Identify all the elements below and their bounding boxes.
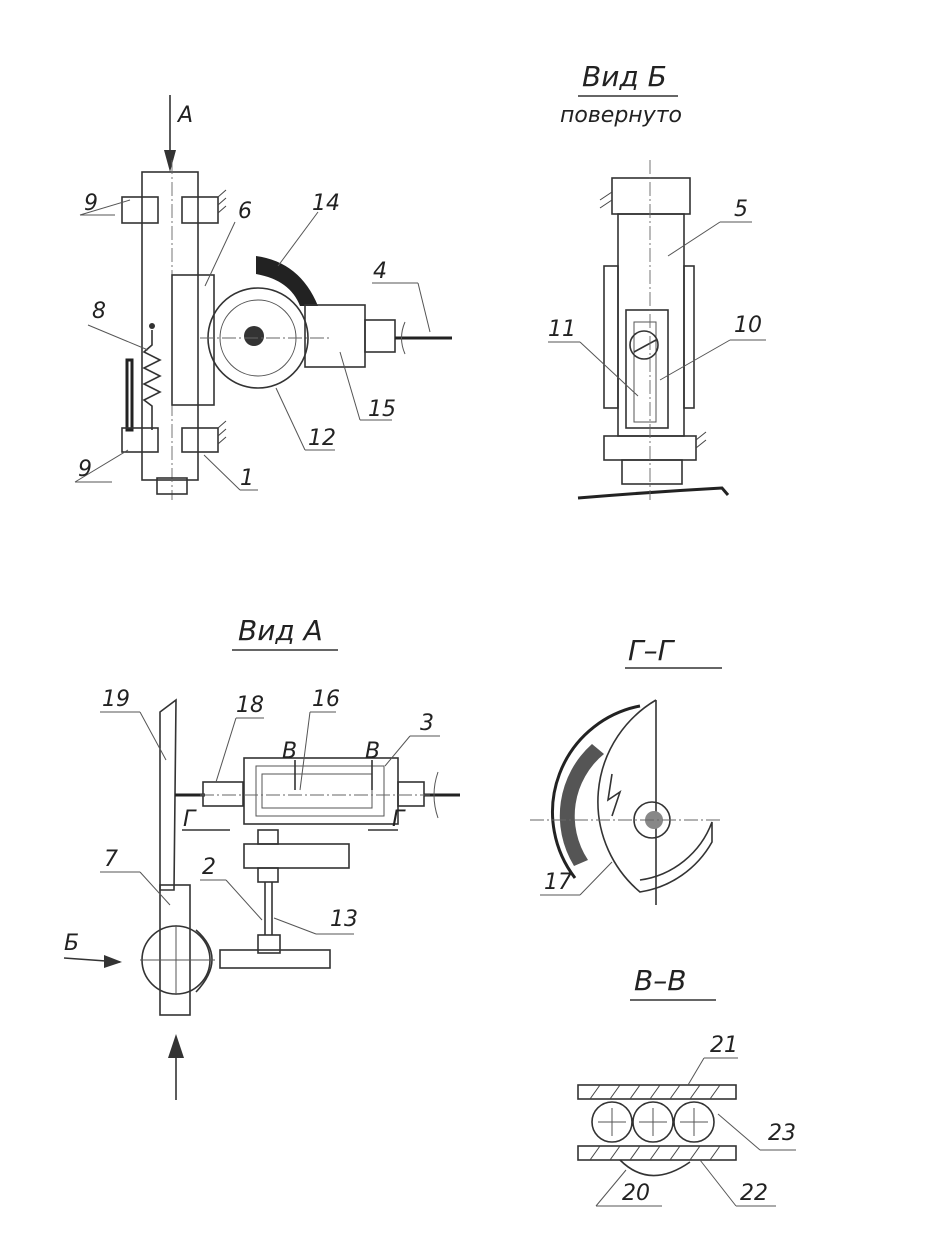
view-a-labels: 19 18 16 3 7 2 13 (100, 687, 440, 935)
label-2: 2 (202, 855, 216, 880)
shaft-end (156, 477, 188, 495)
label-5: 5 (734, 197, 748, 222)
housing-17 (597, 699, 713, 893)
label-9-bottom: 9 (78, 457, 92, 482)
housing-5 (617, 213, 685, 437)
label-11: 11 (548, 317, 576, 342)
pivot-7 (159, 884, 191, 1016)
side-plate-right (683, 265, 695, 409)
motor-coupling (364, 319, 396, 353)
label-18: 18 (236, 693, 264, 718)
label-9-top: 9 (84, 191, 98, 216)
label-16: 16 (312, 687, 340, 712)
section-g-left: Г (183, 807, 197, 832)
label-4: 4 (373, 259, 387, 284)
body-20 (619, 1159, 691, 1177)
spring-8 (142, 330, 162, 430)
section-v: В–В 21 23 20 22 (577, 964, 796, 1207)
label-6: 6 (238, 199, 252, 224)
section-g-right: Г (392, 807, 406, 832)
view-a-title: Вид А (238, 614, 323, 647)
view-b-title: Вид Б (582, 60, 667, 93)
view-b-labels: 5 11 10 (548, 197, 766, 397)
main-view: А 9 6 (74, 95, 452, 500)
label-19: 19 (102, 687, 130, 712)
block-6 (171, 274, 215, 406)
slider-10 (625, 309, 669, 429)
label-8: 8 (92, 299, 106, 324)
lower-arm (219, 949, 331, 969)
gear-block (243, 843, 350, 869)
motor-15 (304, 304, 366, 368)
label-3: 3 (420, 711, 434, 736)
bottom-arrow (168, 1034, 184, 1058)
ball-3 (673, 1101, 715, 1143)
top-bearing-left (121, 196, 159, 224)
rotor-16 (261, 773, 373, 809)
label-15: 15 (368, 397, 396, 422)
ball-2 (632, 1101, 674, 1143)
shaft (141, 171, 199, 481)
section-g-labels: 17 (540, 861, 613, 896)
section-v-title: В–В (634, 964, 686, 997)
label-12: 12 (308, 426, 336, 451)
view-a-arrowhead (164, 150, 176, 172)
section-v-left: В (282, 739, 297, 764)
label-23: 23 (768, 1121, 796, 1146)
top-bearing-right (181, 196, 219, 224)
guard-14 (256, 256, 318, 306)
bottom-bearing-right (181, 427, 219, 453)
view-b-subtitle: повернуто (560, 103, 682, 128)
section-g-title: Г–Г (628, 634, 676, 667)
label-17: 17 (544, 870, 572, 895)
label-7: 7 (104, 847, 118, 872)
top-cap (611, 177, 691, 215)
ball-1 (591, 1101, 633, 1143)
plate-22 (577, 1145, 737, 1161)
section-g: Г–Г 17 (530, 634, 722, 905)
label-21: 21 (710, 1033, 738, 1058)
label-10: 10 (734, 313, 762, 338)
rotation-arrow (606, 773, 622, 817)
label-22: 22 (740, 1181, 768, 1206)
side-plate-left (603, 265, 619, 409)
label-13: 13 (330, 907, 358, 932)
view-b: Вид Б повернуто 5 11 10 (548, 60, 766, 500)
section-v-right: В (365, 739, 380, 764)
bottom-bearing-left (121, 427, 159, 453)
disc-hub (244, 326, 264, 346)
bottom-flange (621, 459, 683, 485)
label-14: 14 (312, 191, 340, 216)
spring-rod (125, 358, 134, 432)
arrow-b-label: Б (64, 931, 79, 956)
section-v-labels: 21 23 20 22 (595, 1033, 796, 1207)
adjust-screw (629, 330, 659, 360)
base-line (577, 486, 730, 500)
arrow-a-label: А (176, 103, 193, 128)
bearing-18 (202, 781, 244, 807)
label-20: 20 (622, 1181, 650, 1206)
blade-19 (159, 698, 177, 891)
plate-21 (577, 1084, 737, 1100)
main-view-labels: 9 6 14 4 8 15 12 9 1 (74, 191, 431, 491)
label-1: 1 (240, 466, 254, 491)
view-a: Вид А Г Г В В (63, 614, 460, 1100)
housing-3 (243, 757, 399, 825)
